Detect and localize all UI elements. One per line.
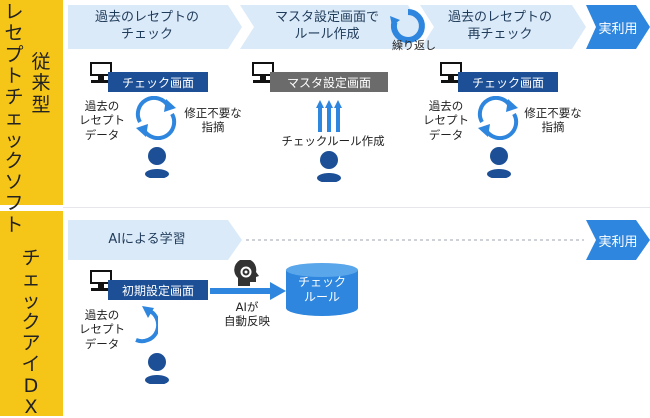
past-receipt-data-label: 過去の レセプト データ — [79, 99, 125, 142]
bottom-end-shape — [586, 220, 650, 260]
top-step1-label: 過去のレセプトの チェック — [94, 10, 199, 42]
vertical-title-char: ッ — [4, 128, 24, 151]
dx-section-bar — [0, 211, 63, 416]
vertical-title-char: ッ — [21, 289, 41, 312]
computer-icon — [252, 62, 274, 83]
auto-apply-arrow — [210, 282, 286, 300]
master-settings-screen-label: マスタ設定画面 — [270, 72, 388, 92]
vertical-title-char: X — [24, 395, 38, 418]
vertical-title-char: ク — [4, 149, 24, 172]
bottom-flow-arrows — [68, 220, 650, 260]
computer-icon — [440, 62, 462, 83]
cycle-arrows-icon — [135, 96, 177, 140]
vertical-title-char: セ — [4, 22, 24, 45]
vertical-title-char: イ — [21, 353, 41, 376]
traditional-section-subtitle: 従 来 型 — [30, 51, 52, 116]
bottom-end-label: 実利用 — [598, 234, 638, 250]
vertical-title-char: ク — [21, 310, 41, 333]
upward-arrows-icon — [316, 100, 342, 132]
person-icon — [487, 147, 511, 178]
subtitle-text: 従 来 型 — [31, 51, 51, 116]
past-receipt-data-label: 過去の レセプト データ — [423, 99, 469, 142]
top-step2-label: マスタ設定画面で ルール作成 — [274, 10, 379, 42]
top-step1-shape — [68, 5, 242, 49]
vertical-title-char: プ — [4, 43, 24, 66]
vertical-title-char: ト — [4, 213, 24, 236]
top-step2-shape — [240, 5, 422, 49]
vertical-title-char: チ — [4, 86, 24, 109]
curved-arrow-icon — [135, 306, 158, 344]
unnecessary-fix-label: 修正不要な 指摘 — [524, 106, 582, 135]
ai-learning-label: AIによる学習 — [108, 231, 186, 247]
top-end-shape — [586, 5, 650, 49]
repeat-label: 繰り返し — [392, 39, 436, 52]
top-flow-arrows — [68, 5, 650, 49]
top-step3-shape — [420, 5, 586, 49]
computer-icon — [90, 62, 112, 83]
vertical-title-char: チ — [21, 247, 41, 269]
person-icon — [145, 147, 169, 178]
section-divider — [63, 207, 650, 208]
vertical-title-char: ェ — [4, 107, 24, 130]
person-icon — [145, 353, 169, 384]
ai-head-gear-icon — [234, 260, 259, 286]
ai-auto-apply-label: AIが 自動反映 — [224, 300, 270, 329]
top-step3-label: 過去のレセプトの 再チェック — [447, 10, 552, 42]
vertical-title-char: ト — [4, 64, 24, 87]
vertical-title-char: フ — [4, 192, 24, 215]
check-rule-database-icon — [286, 263, 358, 316]
traditional-section-title: レセプトチェックソフト — [3, 1, 25, 236]
repeat-cycle-icon — [390, 9, 425, 43]
vertical-title-char: ェ — [21, 268, 41, 291]
computer-icon — [90, 270, 112, 291]
vertical-title-char: ア — [21, 332, 41, 355]
check-screen-label: チェック画面 — [108, 72, 208, 92]
recheck-screen-label: チェック画面 — [458, 72, 558, 92]
vertical-title-char: D — [23, 374, 39, 397]
top-end-label: 実利用 — [598, 21, 638, 37]
vertical-title-char: レ — [4, 1, 24, 23]
traditional-section-bar — [0, 0, 63, 205]
check-rule-creation-label: チェックルール作成 — [281, 134, 385, 148]
bottom-step-shape — [68, 220, 242, 260]
initial-settings-screen-label: 初期設定画面 — [108, 280, 208, 300]
person-icon — [317, 151, 341, 182]
check-rule-db-label: チェック ルール — [297, 275, 346, 304]
vertical-title-char: ソ — [4, 171, 24, 194]
past-receipt-data-label: 過去の レセプト データ — [79, 308, 125, 351]
cycle-arrows-icon — [477, 96, 519, 140]
unnecessary-fix-label: 修正不要な 指摘 — [184, 106, 242, 135]
